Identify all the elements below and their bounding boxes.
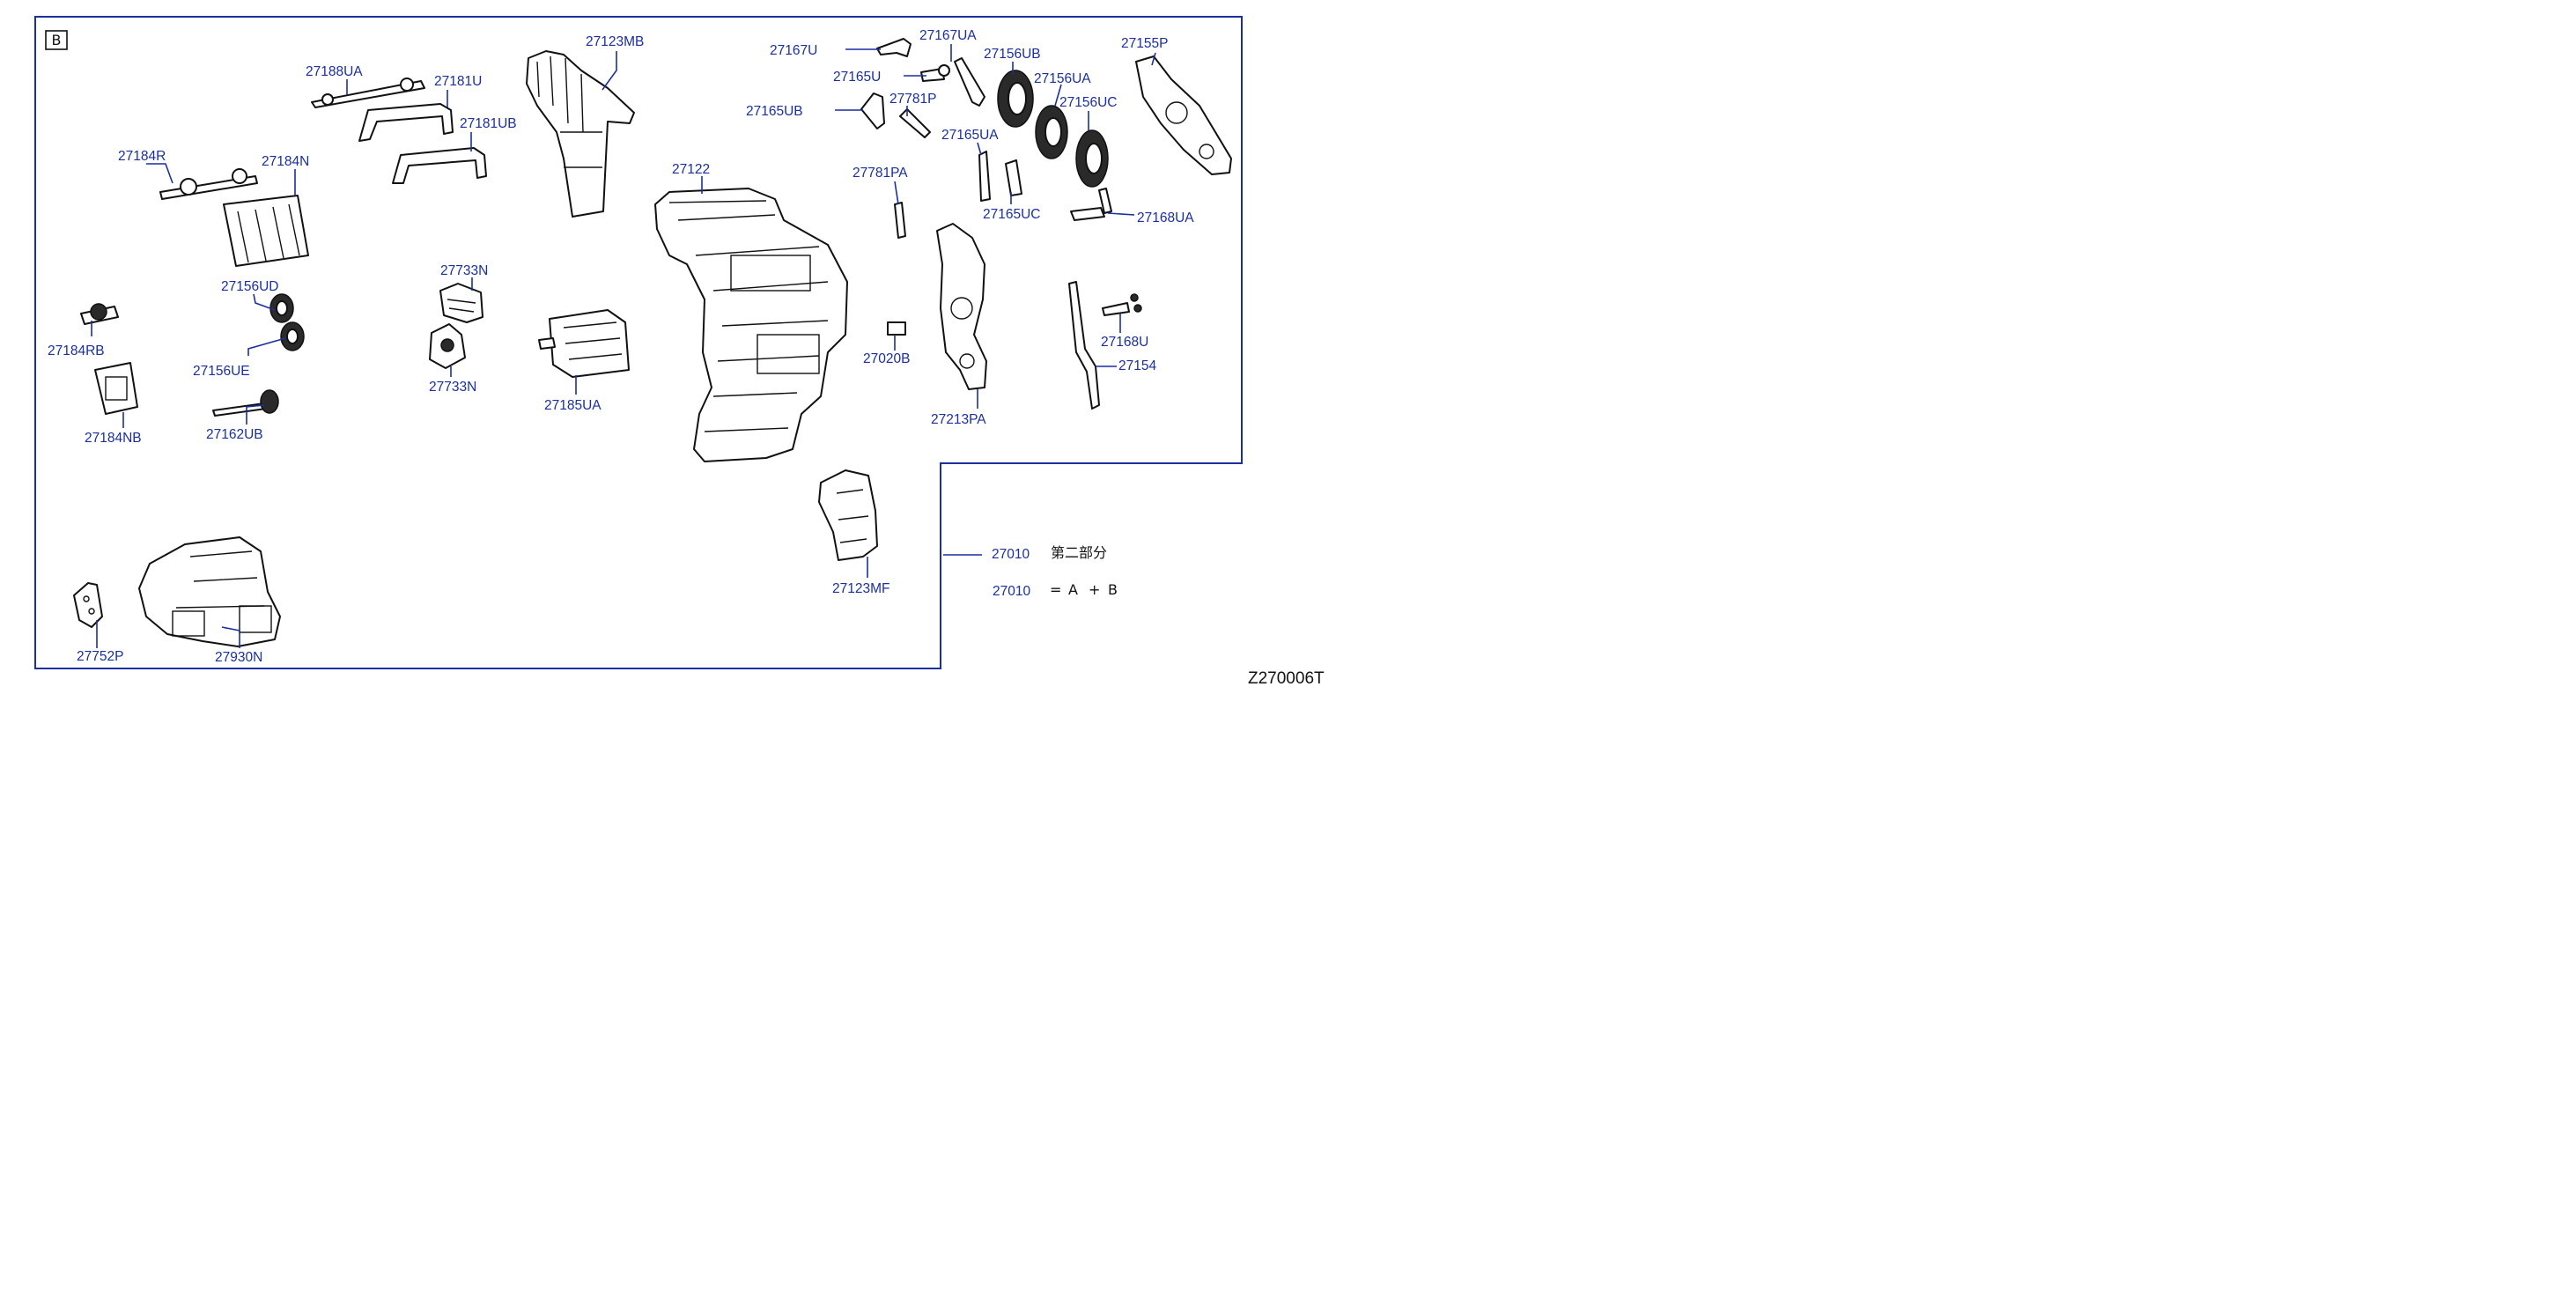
part-27156UD-shape[interactable] [269, 293, 294, 323]
label-27162UB[interactable]: 27162UB [206, 427, 263, 442]
part-27752P-shape[interactable] [73, 582, 103, 628]
label-27733N-top[interactable]: 27733N [440, 263, 488, 278]
section-box-letter: B [52, 32, 62, 48]
part-27733N-top-shape[interactable] [439, 283, 483, 323]
label-27181U[interactable]: 27181U [434, 74, 482, 89]
note-row1-text: 第二部分 [1051, 544, 1107, 561]
label-27167UA[interactable]: 27167UA [919, 28, 977, 43]
label-27165UA[interactable]: 27165UA [941, 128, 999, 143]
label-27184RB[interactable]: 27184RB [48, 343, 105, 358]
part-27165UB-shape[interactable] [860, 92, 885, 129]
part-27184RB-shape[interactable] [80, 303, 119, 325]
part-27185UA-shape[interactable] [538, 309, 630, 378]
note-row2-b: B [1108, 581, 1118, 598]
part-27165U-shape[interactable] [920, 64, 950, 82]
part-27930N-shape[interactable] [138, 536, 281, 647]
note-row2-a: A [1068, 581, 1078, 598]
part-27156UE-shape[interactable] [280, 321, 305, 351]
label-27181UB[interactable]: 27181UB [460, 116, 517, 131]
label-27156UA[interactable]: 27156UA [1034, 71, 1091, 86]
note-row2-plus: + [1089, 581, 1100, 598]
part-27184NB-shape[interactable] [94, 362, 138, 415]
part-27156UB-shape[interactable] [997, 70, 1034, 128]
part-27156UC-shape[interactable] [1075, 129, 1109, 188]
part-27181U-shape[interactable] [358, 103, 454, 142]
note-row1-part[interactable]: 27010 [992, 547, 1030, 562]
label-27123MF[interactable]: 27123MF [832, 581, 889, 596]
label-27123MB[interactable]: 27123MB [586, 34, 644, 49]
label-27156UC[interactable]: 27156UC [1059, 95, 1118, 110]
part-27168UA-shape[interactable] [1070, 188, 1112, 221]
part-27733N-bottom-shape[interactable] [429, 323, 466, 369]
label-27733N-bottom[interactable]: 27733N [429, 380, 476, 395]
part-27781PA-shape[interactable] [894, 202, 906, 239]
part-27167UA-shape[interactable] [954, 57, 985, 107]
part-27154-shape[interactable] [1068, 281, 1100, 410]
part-27122-shape[interactable] [654, 188, 848, 462]
part-27123MF-shape[interactable] [818, 469, 878, 561]
part-27181UB-shape[interactable] [392, 147, 487, 184]
drawing-code: Z270006T [1248, 669, 1325, 688]
label-27185UA[interactable]: 27185UA [544, 398, 602, 413]
part-27123MB-shape[interactable] [526, 50, 635, 218]
label-27167U[interactable]: 27167U [770, 43, 817, 58]
label-27213PA[interactable]: 27213PA [931, 412, 986, 427]
part-27162UB-shape[interactable] [212, 389, 279, 417]
label-27184NB[interactable]: 27184NB [85, 431, 142, 446]
parts-diagram: B [34, 16, 1325, 688]
label-27165UC[interactable]: 27165UC [983, 207, 1041, 222]
note-row2-part[interactable]: 27010 [993, 584, 1030, 599]
part-labels: 27123MB 27188UA 27181U 27181UB 27184R 27… [48, 28, 1194, 665]
label-27168U[interactable]: 27168U [1101, 335, 1148, 350]
label-27188UA[interactable]: 27188UA [306, 64, 363, 79]
part-27165UA-shape[interactable] [978, 151, 991, 202]
note-row2-equals: = [1050, 581, 1061, 598]
label-27154[interactable]: 27154 [1118, 358, 1156, 373]
section-frame [34, 16, 1243, 669]
part-27165UC-shape[interactable] [1005, 159, 1022, 196]
label-27122[interactable]: 27122 [672, 162, 710, 177]
leader-lines [91, 44, 1156, 648]
part-27188UA-shape[interactable] [311, 78, 425, 108]
part-27168U-shape[interactable] [1102, 293, 1142, 316]
label-27752P[interactable]: 27752P [77, 649, 123, 664]
label-27184R[interactable]: 27184R [118, 149, 166, 164]
part-27156UA-shape[interactable] [1035, 105, 1068, 159]
label-27781P[interactable]: 27781P [889, 92, 936, 107]
label-27930N[interactable]: 27930N [215, 650, 262, 665]
part-27213PA-shape[interactable] [936, 223, 987, 390]
label-27156UD[interactable]: 27156UD [221, 279, 279, 294]
section-box: B [45, 30, 68, 50]
label-27165UB[interactable]: 27165UB [746, 104, 803, 119]
part-27184N-shape[interactable] [223, 195, 309, 267]
part-27020B-shape[interactable] [887, 321, 906, 336]
label-27155P[interactable]: 27155P [1121, 36, 1168, 51]
part-27167U-shape[interactable] [876, 38, 912, 57]
label-27184N[interactable]: 27184N [262, 154, 309, 169]
label-27156UB[interactable]: 27156UB [984, 47, 1041, 62]
label-27165U[interactable]: 27165U [833, 70, 881, 85]
assembly-notes: 27010 第二部分 27010 = A + B [992, 544, 1118, 599]
label-27020B[interactable]: 27020B [863, 351, 910, 366]
part-27781P-shape[interactable] [899, 108, 931, 138]
part-27184R-shape[interactable] [159, 168, 258, 200]
label-27156UE[interactable]: 27156UE [193, 364, 250, 379]
label-27781PA[interactable]: 27781PA [853, 166, 908, 181]
label-27168UA[interactable]: 27168UA [1137, 210, 1194, 225]
part-27155P-shape[interactable] [1135, 55, 1232, 175]
